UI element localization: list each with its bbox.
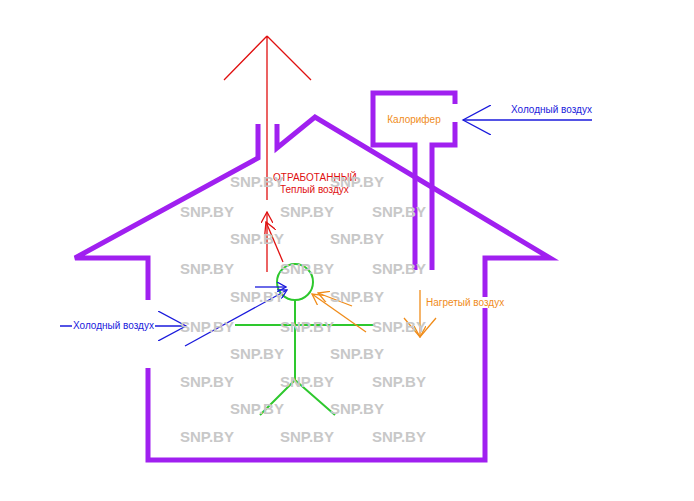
watermark: SNP.BY	[230, 289, 284, 306]
watermark: SNP.BY	[372, 204, 426, 221]
watermark: SNP.BY	[280, 429, 334, 446]
watermark: SNP.BY	[372, 374, 426, 391]
watermark: SNP.BY	[180, 204, 234, 221]
exhaust-arrows	[224, 36, 311, 272]
watermark: SNP.BY	[330, 346, 384, 363]
air-label: Холодный воздух	[510, 104, 593, 115]
watermark: SNP.BY	[372, 261, 426, 278]
watermark: SNP.BY	[330, 401, 384, 418]
watermark: SNP.BY	[180, 374, 234, 391]
watermark: SNP.BY	[180, 319, 234, 336]
watermark: SNP.BY	[330, 289, 384, 306]
watermark: SNP.BY	[280, 204, 334, 221]
watermark: SNP.BY	[230, 231, 284, 248]
cold-air-arrows	[60, 120, 592, 346]
house-outline	[75, 93, 550, 460]
watermark: SNP.BY	[330, 174, 384, 191]
watermark: SNP.BY	[330, 231, 384, 248]
watermark: SNP.BY	[280, 374, 334, 391]
watermark: SNP.BY	[180, 261, 234, 278]
watermark: SNP.BY	[230, 346, 284, 363]
stick-figure	[235, 264, 375, 415]
watermark: SNP.BY	[180, 429, 234, 446]
watermark: SNP.BY	[230, 174, 284, 191]
watermark: SNP.BY	[230, 401, 284, 418]
watermark: SNP.BY	[280, 319, 334, 336]
heater-label: Калорифер	[387, 114, 440, 125]
watermark: SNP.BY	[372, 429, 426, 446]
watermark: SNP.BY	[372, 319, 426, 336]
air-label: Холодный воздух	[72, 320, 155, 331]
heater-box: Калорифер	[376, 96, 452, 142]
air-label: Нагретый воздух	[425, 297, 505, 308]
watermark: SNP.BY	[280, 261, 334, 278]
